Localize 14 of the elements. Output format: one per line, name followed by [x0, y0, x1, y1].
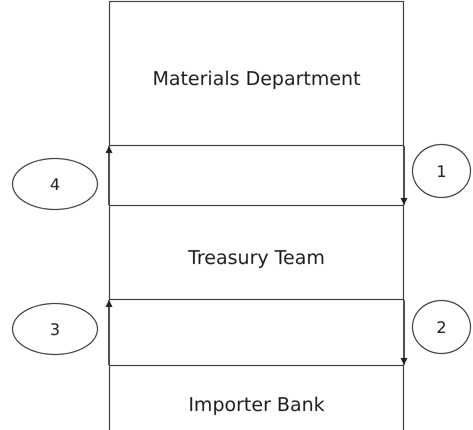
box-label: Importer Bank	[188, 394, 325, 416]
arrow	[400, 146, 408, 205]
step-number: 4	[50, 174, 60, 194]
arrow	[106, 146, 112, 205]
process-box	[109, 1, 404, 146]
process-box	[109, 205, 404, 300]
step-number: 2	[436, 318, 447, 336]
step-number: 1	[436, 162, 447, 180]
process-box	[109, 365, 404, 430]
arrow	[400, 300, 408, 365]
arrow	[106, 300, 112, 365]
box-label: Treasury Team	[188, 246, 325, 268]
step-number: 3	[50, 320, 60, 338]
box-label: Materials Department	[152, 68, 361, 90]
